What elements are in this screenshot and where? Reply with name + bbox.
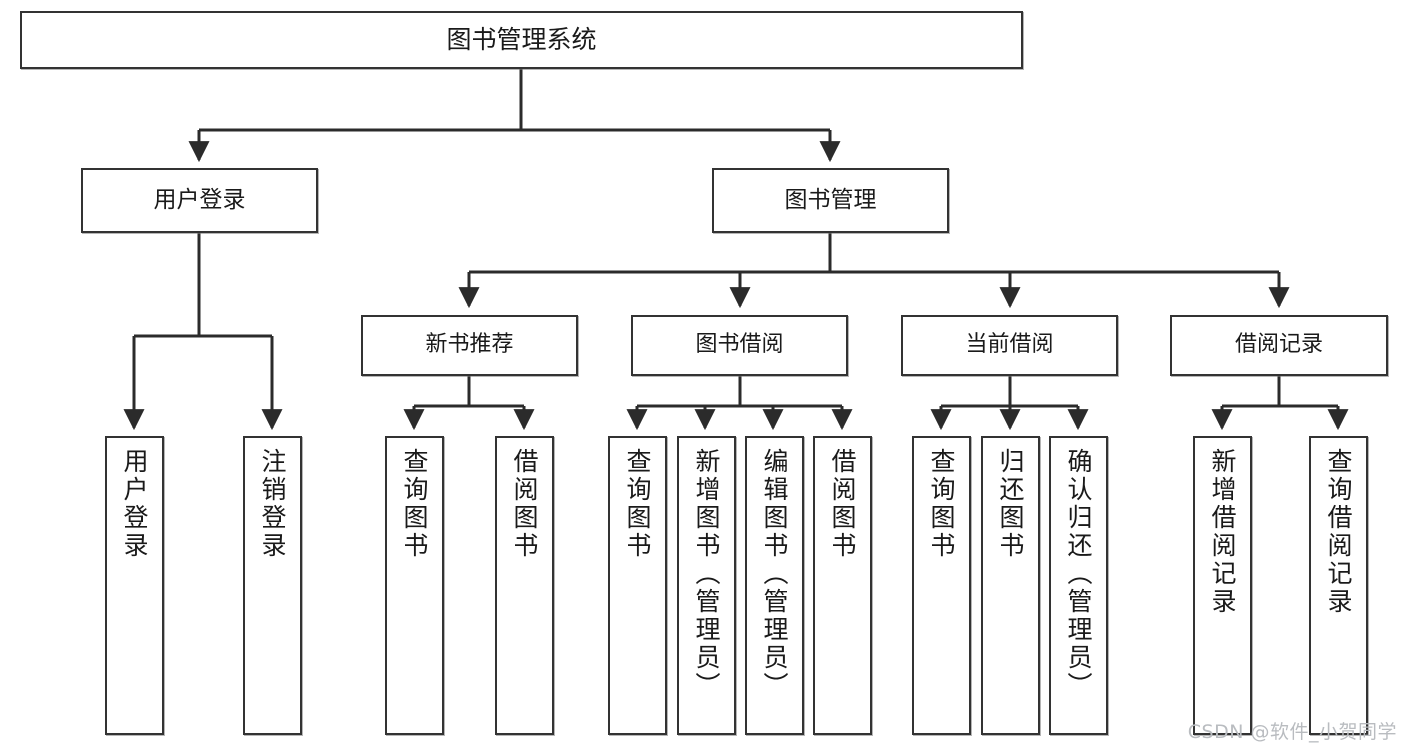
node-label: 归还图书 <box>996 448 1025 560</box>
leaf-current-borrow-confirm-return-admin[interactable]: 确认归还（管理员） <box>1049 436 1108 735</box>
node-label: 查询图书 <box>927 448 956 560</box>
node-new-book-recommend[interactable]: 新书推荐 <box>361 315 578 376</box>
node-label: 用户登录 <box>153 187 246 214</box>
leaf-borrow-record-query-record[interactable]: 查询借阅记录 <box>1309 436 1368 735</box>
node-label: 当前借阅 <box>965 332 1054 358</box>
node-label: 注销登录 <box>258 448 287 560</box>
node-user-login[interactable]: 用户登录 <box>81 168 318 233</box>
node-label: 用户登录 <box>120 448 149 560</box>
node-label: 查询图书 <box>400 448 429 560</box>
node-label: 借阅图书 <box>510 448 539 560</box>
leaf-new-book-query-book[interactable]: 查询图书 <box>385 436 444 735</box>
node-borrow-record[interactable]: 借阅记录 <box>1170 315 1388 376</box>
csdn-watermark: CSDN @软件_小贺同学 <box>1187 721 1397 743</box>
node-label: 借阅图书 <box>828 448 857 560</box>
node-label: 借阅记录 <box>1234 332 1323 358</box>
leaf-user-login-login[interactable]: 用户登录 <box>105 436 164 735</box>
node-label: 新书推荐 <box>425 332 514 358</box>
leaf-book-borrow-query-book[interactable]: 查询图书 <box>608 436 667 735</box>
leaf-new-book-borrow-book[interactable]: 借阅图书 <box>495 436 554 735</box>
leaf-book-borrow-add-book-admin[interactable]: 新增图书（管理员） <box>677 436 736 735</box>
node-label: 查询图书 <box>623 448 652 560</box>
node-book-management[interactable]: 图书管理 <box>712 168 949 233</box>
leaf-borrow-record-add-record[interactable]: 新增借阅记录 <box>1193 436 1252 735</box>
node-label: 确认归还（管理员） <box>1064 448 1093 700</box>
node-label: 查询借阅记录 <box>1324 448 1353 616</box>
leaf-current-borrow-query-book[interactable]: 查询图书 <box>912 436 971 735</box>
leaf-book-borrow-borrow-book[interactable]: 借阅图书 <box>813 436 872 735</box>
node-book-borrow[interactable]: 图书借阅 <box>631 315 848 376</box>
leaf-book-borrow-edit-book-admin[interactable]: 编辑图书（管理员） <box>745 436 804 735</box>
leaf-user-login-logout[interactable]: 注销登录 <box>243 436 302 735</box>
node-label: 图书借阅 <box>695 332 784 358</box>
node-label: 编辑图书（管理员） <box>760 448 789 700</box>
node-label: 新增借阅记录 <box>1208 448 1237 616</box>
leaf-current-borrow-return-book[interactable]: 归还图书 <box>981 436 1040 735</box>
node-label: 新增图书（管理员） <box>692 448 721 700</box>
node-label: 图书管理 <box>784 187 877 214</box>
node-current-borrow[interactable]: 当前借阅 <box>901 315 1118 376</box>
node-root-book-management-system[interactable]: 图书管理系统 <box>20 11 1023 69</box>
node-label: 图书管理系统 <box>446 24 597 54</box>
